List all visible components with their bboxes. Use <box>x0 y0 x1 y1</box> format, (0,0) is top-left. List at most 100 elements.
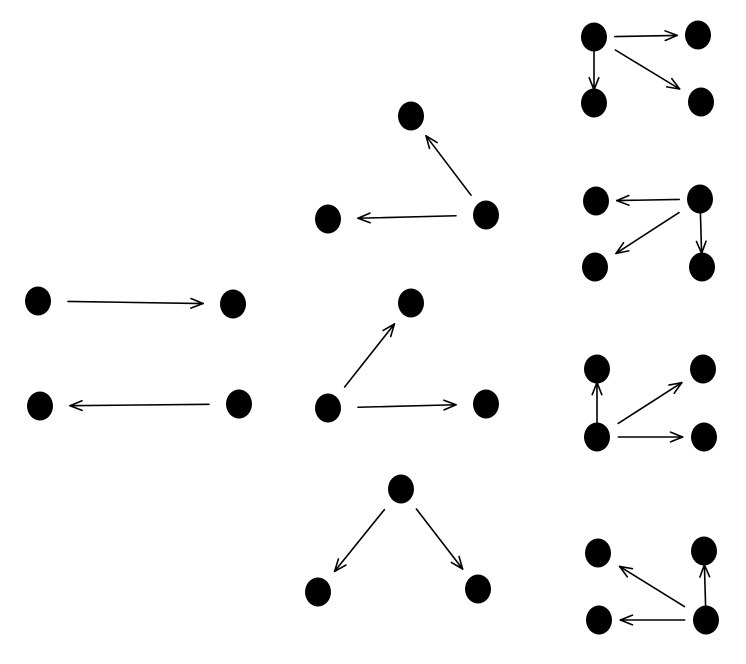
arrowhead-stroke <box>333 558 340 573</box>
arrowhead-stroke <box>190 302 204 309</box>
graph-four-vertices-star-1 <box>588 30 681 91</box>
edge-line <box>615 211 680 255</box>
arrowhead-stroke <box>668 381 683 386</box>
edge-a-to-b <box>67 297 204 309</box>
vertex-four-vertices-star-2-c <box>582 252 608 282</box>
arrowhead-stroke <box>664 30 679 37</box>
edge-a-to-d <box>614 49 681 90</box>
arrowhead-stroke <box>69 404 83 412</box>
arrowhead-stroke <box>615 241 625 255</box>
arrowhead-stroke <box>425 135 438 144</box>
arrowhead-stroke <box>425 135 431 150</box>
vertex-four-vertices-star-3-d <box>691 422 717 452</box>
edge-b-to-a <box>69 399 210 412</box>
edge-a-to-b <box>613 30 679 42</box>
vertex-four-vertices-star-3-a <box>584 354 610 384</box>
vertex-four-vertices-star-1-b <box>685 20 711 50</box>
vertex-four-vertices-star-1-d <box>688 87 714 117</box>
arrowhead-stroke <box>596 381 603 396</box>
edge-line <box>415 508 464 570</box>
arrowhead-stroke <box>669 431 684 438</box>
arrowhead-stroke <box>669 436 684 443</box>
vertex-four-vertices-star-4-b <box>691 536 717 566</box>
arrowhead-stroke <box>695 240 703 255</box>
vertex-three-vertices-out-star-down-b <box>305 577 331 607</box>
graph-two-vertices-forward <box>67 297 204 309</box>
vertex-four-vertices-star-2-a <box>583 186 609 216</box>
arrowhead-stroke <box>450 561 464 570</box>
vertex-four-vertices-star-2-d <box>689 252 715 282</box>
arrowhead-stroke <box>670 77 681 90</box>
arrowhead-stroke <box>615 194 630 202</box>
vertex-four-vertices-star-1-a <box>581 22 607 52</box>
vertex-three-vertices-chain-to-left-and-up-a <box>315 204 341 234</box>
vertex-four-vertices-star-3-b <box>690 354 716 384</box>
nodes-layer <box>25 20 719 635</box>
vertex-four-vertices-star-3-c <box>584 422 610 452</box>
arrowhead-stroke <box>615 250 630 255</box>
graph-four-vertices-star-2 <box>615 194 707 255</box>
vertex-three-vertices-chain-to-left-and-up-c <box>473 200 499 230</box>
edge-line <box>614 49 681 90</box>
arrowhead-stroke <box>443 403 457 411</box>
arrowhead-stroke <box>619 619 634 626</box>
vertex-four-vertices-star-1-c <box>581 88 607 118</box>
arrowhead-stroke <box>699 563 706 578</box>
arrowhead-stroke <box>703 563 711 578</box>
edge-c-to-a <box>591 381 603 425</box>
graph-three-vertices-out-star-down <box>333 508 464 573</box>
vertex-three-vertices-chain-to-left-and-up-b <box>398 101 424 131</box>
edge-line <box>617 381 683 425</box>
vertex-three-vertices-out-star-up-right-a <box>315 393 341 423</box>
vertex-three-vertices-out-star-down-a <box>388 474 414 504</box>
vertex-three-vertices-out-star-up-right-c <box>473 389 499 419</box>
edge-a-to-c <box>588 49 600 91</box>
edge-b-to-d <box>695 211 707 255</box>
arrowhead-stroke <box>618 565 629 578</box>
vertex-two-vertices-forward-b <box>220 289 246 319</box>
edge-line <box>615 198 681 202</box>
arrowhead-stroke <box>664 34 679 42</box>
arrowhead-stroke <box>619 614 634 621</box>
graph-three-vertices-out-star-up-right <box>343 323 457 411</box>
arrowhead-stroke <box>389 323 396 338</box>
arrowhead-stroke <box>665 86 681 90</box>
arrowhead-stroke <box>382 323 396 332</box>
vertex-four-vertices-star-4-d <box>693 605 719 635</box>
edge-line <box>357 403 457 409</box>
edge-line <box>425 135 472 196</box>
edge-c-to-b <box>425 135 472 196</box>
edge-line <box>699 211 703 255</box>
edge-line <box>613 34 679 38</box>
arrowhead-stroke <box>618 565 634 570</box>
edge-line <box>703 563 707 608</box>
edge-c-to-d <box>617 431 684 443</box>
edge-d-to-b <box>699 563 711 608</box>
arrowhead-stroke <box>458 555 464 570</box>
vertex-four-vertices-star-2-b <box>687 184 713 214</box>
arrowhead-stroke <box>357 217 371 224</box>
edge-c-to-a <box>357 212 457 224</box>
edge-b-to-a <box>615 194 681 206</box>
edge-a-to-b <box>343 323 396 388</box>
edge-b-to-c <box>615 211 680 255</box>
edge-d-to-a <box>618 565 686 608</box>
edge-a-to-b <box>333 508 386 573</box>
arrowhead-stroke <box>673 381 683 394</box>
edge-line <box>67 300 204 305</box>
edge-line <box>618 565 686 608</box>
graph-three-vertices-chain-to-left-and-up <box>357 135 472 224</box>
edges-layer <box>67 30 711 626</box>
vertex-two-vertices-backward-a <box>27 391 53 421</box>
graph-four-vertices-star-4 <box>618 563 711 626</box>
graph-four-vertices-star-3 <box>591 381 684 443</box>
vertex-two-vertices-backward-b <box>226 389 252 419</box>
edge-c-to-b <box>617 381 683 425</box>
edge-a-to-c <box>415 508 464 570</box>
edge-d-to-c <box>619 614 686 626</box>
arrowhead-stroke <box>190 297 204 305</box>
edge-line <box>333 508 386 573</box>
arrowhead-stroke <box>591 381 598 396</box>
vertex-three-vertices-out-star-down-c <box>465 574 491 604</box>
